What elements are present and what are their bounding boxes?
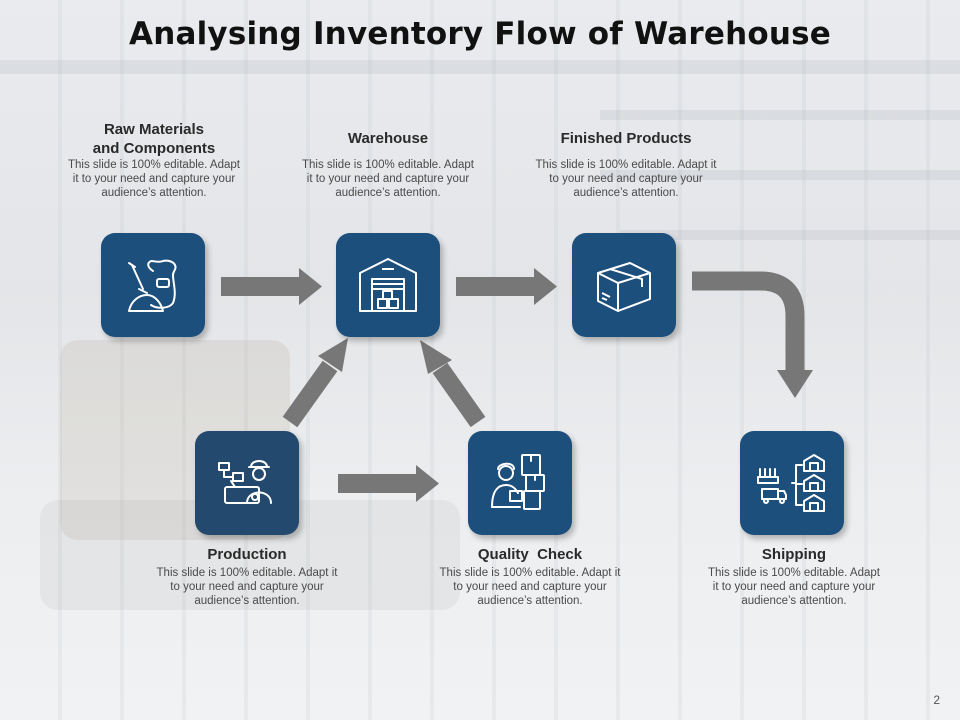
- finished-products-desc-line2: to your need and capture your: [549, 173, 703, 185]
- box-icon: [597, 262, 651, 312]
- arrow-production-to-quality: [338, 465, 439, 502]
- production-tile: [195, 431, 299, 535]
- production-desc: This slide is 100% editable. Adapt it to…: [137, 566, 357, 608]
- page-number: 2: [933, 693, 940, 707]
- production-desc-line3: audience’s attention.: [194, 595, 300, 607]
- inspector-icon: [491, 454, 545, 510]
- quality-check-desc-line2: to your need and capture your: [453, 581, 607, 593]
- raw-materials-desc: This slide is 100% editable. Adapt it to…: [44, 158, 264, 200]
- finished-products-desc-line1: This slide is 100% editable. Adapt it: [535, 159, 717, 171]
- arrow-production-to-warehouse: [282, 338, 348, 428]
- shipping-desc-line3: audience’s attention.: [741, 595, 847, 607]
- warehouse-icon: [359, 258, 417, 312]
- sack-shovel-icon: [128, 259, 177, 312]
- page-title: Analysing Inventory Flow of Warehouse: [129, 16, 831, 52]
- quality-check-desc-line3: audience’s attention.: [477, 595, 583, 607]
- quality-check-label: Quality Check: [477, 546, 583, 563]
- warehouse-desc: This slide is 100% editable. Adapt it to…: [278, 158, 498, 200]
- arrow-warehouse-to-finished: [456, 268, 557, 305]
- warehouse-desc-line3: audience’s attention.: [335, 187, 441, 199]
- warehouse-desc-line1: This slide is 100% editable. Adapt: [302, 159, 474, 171]
- finished-products-desc: This slide is 100% editable. Adapt it to…: [516, 158, 736, 200]
- quality-check-desc-line1: This slide is 100% editable. Adapt it: [439, 567, 621, 579]
- raw-materials-label: Raw Materials and Components: [54, 120, 254, 158]
- raw-materials-label-line2: and Components: [92, 140, 216, 157]
- quality-check-tile: [468, 431, 572, 535]
- finished-products-desc-line3: audience’s attention.: [573, 187, 679, 199]
- production-label: Production: [207, 546, 287, 563]
- raw-materials-desc-line3: audience’s attention.: [101, 187, 207, 199]
- warehouse-tile: [336, 233, 440, 337]
- finished-products-label: Finished Products: [560, 130, 692, 147]
- warehouse-label: Warehouse: [347, 130, 429, 147]
- shipping-desc: This slide is 100% editable. Adapt it to…: [684, 566, 904, 608]
- shipping-desc-line1: This slide is 100% editable. Adapt: [708, 567, 880, 579]
- production-desc-line1: This slide is 100% editable. Adapt it: [156, 567, 338, 579]
- distribution-icon: [757, 454, 825, 512]
- arrow-quality-to-warehouse: [420, 340, 486, 428]
- warehouse-desc-line2: it to your need and capture your: [306, 173, 470, 185]
- arrow-finished-to-shipping: [692, 271, 813, 398]
- raw-materials-label-line1: Raw Materials: [103, 121, 205, 138]
- raw-materials-desc-line1: This slide is 100% editable. Adapt: [68, 159, 240, 171]
- raw-materials-tile: [101, 233, 205, 337]
- worker-machine-icon: [218, 460, 272, 504]
- arrow-raw-to-warehouse: [221, 268, 322, 305]
- shipping-desc-line2: it to your need and capture your: [712, 581, 876, 593]
- quality-check-desc: This slide is 100% editable. Adapt it to…: [420, 566, 640, 608]
- finished-products-tile: [572, 233, 676, 337]
- raw-materials-desc-line2: it to your need and capture your: [72, 173, 236, 185]
- shipping-tile: [740, 431, 844, 535]
- shipping-label: Shipping: [761, 546, 827, 563]
- production-desc-line2: to your need and capture your: [170, 581, 324, 593]
